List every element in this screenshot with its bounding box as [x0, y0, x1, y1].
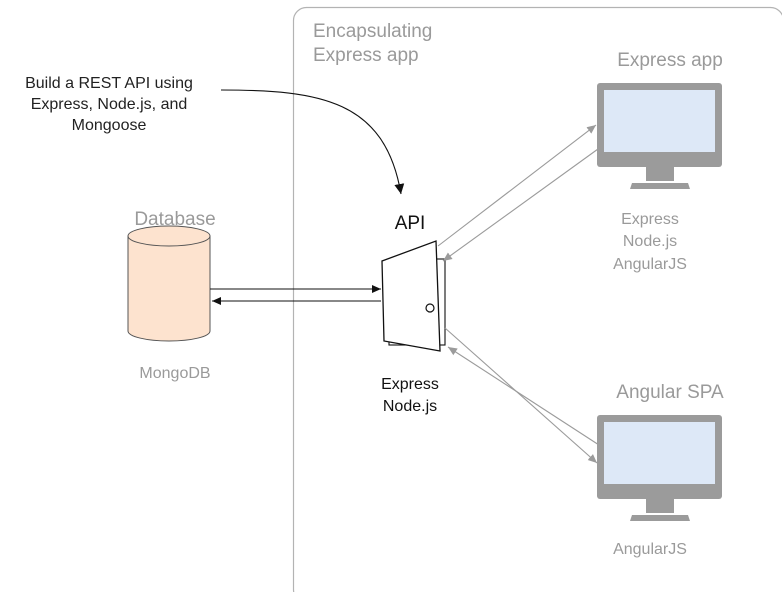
api-tech-label: Express Node.js — [381, 376, 439, 416]
database-title: Database — [134, 209, 216, 230]
encapsulating-container — [292, 6, 782, 592]
annotation-arrow — [220, 89, 405, 195]
api-to-express-app-arrow — [437, 124, 597, 247]
angular-spa-tech-label: AngularJS — [613, 541, 687, 558]
angular-spa-title: Angular SPA — [616, 382, 724, 403]
door-icon — [381, 240, 446, 352]
annotation-text: Build a REST API using Express, Node.js,… — [25, 75, 193, 134]
api-to-angular-spa-arrow — [444, 327, 598, 464]
express-app-to-api-arrow — [442, 148, 599, 262]
database-cylinder-icon — [127, 225, 211, 342]
express-app-title: Express app — [617, 50, 723, 71]
angular-spa-monitor-icon — [597, 415, 722, 521]
database-tech-label: MongoDB — [139, 365, 211, 382]
angular-spa-to-api-arrow — [447, 346, 600, 446]
express-app-monitor-icon — [597, 83, 722, 189]
container-title: Encapsulating Express app — [313, 21, 433, 66]
express-app-tech-label: Express Node.js AngularJS — [613, 211, 687, 273]
api-title: API — [394, 213, 426, 234]
